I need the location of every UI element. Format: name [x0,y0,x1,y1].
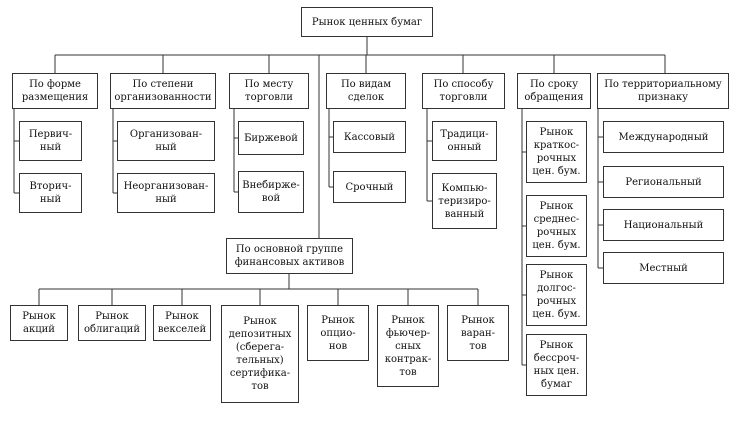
node-cash: Кассовый [333,121,406,153]
node-futures: Рынок фьючер- сных контрак- тов [377,305,439,387]
node-mid-term: Рынок среднес- рочных цен. бум. [526,195,587,257]
node-exchange: Биржевой [238,121,304,155]
node-by-trading-method: По способу торговли [422,73,505,109]
node-national: Национальный [603,209,724,241]
node-options: Рынок опцио- нов [307,305,369,361]
node-secondary: Вторич- ный [19,173,82,213]
node-unorganized: Неорганизован- ный [117,173,215,213]
node-regional: Региональный [603,166,724,198]
node-local: Местный [603,252,724,284]
node-short-term: Рынок краткос- рочных цен. бум. [526,121,587,183]
node-shares: Рынок акций [10,305,68,341]
node-by-asset-group: По основной группе финансовых активов [226,238,353,274]
node-otc: Внебирже- вой [238,171,304,213]
node-international: Международный [603,121,724,153]
node-by-trading-place: По месту торговли [229,73,309,109]
node-long-term: Рынок долгос- рочных цен. бум. [526,264,587,326]
node-organized: Организован- ный [117,121,215,161]
node-perpetual: Рынок бессроч- ных цен. бумаг [526,334,587,396]
node-by-deal-type: По видам сделок [326,73,406,109]
node-computerized: Компью- теризиро- ванный [432,173,497,229]
node-by-placement-form: По форме размещения [12,73,98,109]
node-forward: Срочный [333,171,406,203]
node-deposit-certificates: Рынок депозитных (сберега- тельных) серт… [221,305,299,403]
node-primary: Первич- ный [19,121,82,161]
node-by-territory: По территориальному признаку [597,73,729,109]
node-warrants: Рынок варан- тов [447,305,509,361]
node-securities-market: Рынок ценных бумаг [301,7,433,37]
node-traditional: Традици- онный [432,121,497,161]
node-by-circulation-term: По сроку обращения [517,73,591,109]
node-by-organization-degree: По степени организованности [110,73,216,109]
node-bonds: Рынок облигаций [78,305,146,341]
node-bills: Рынок векселей [153,305,211,341]
